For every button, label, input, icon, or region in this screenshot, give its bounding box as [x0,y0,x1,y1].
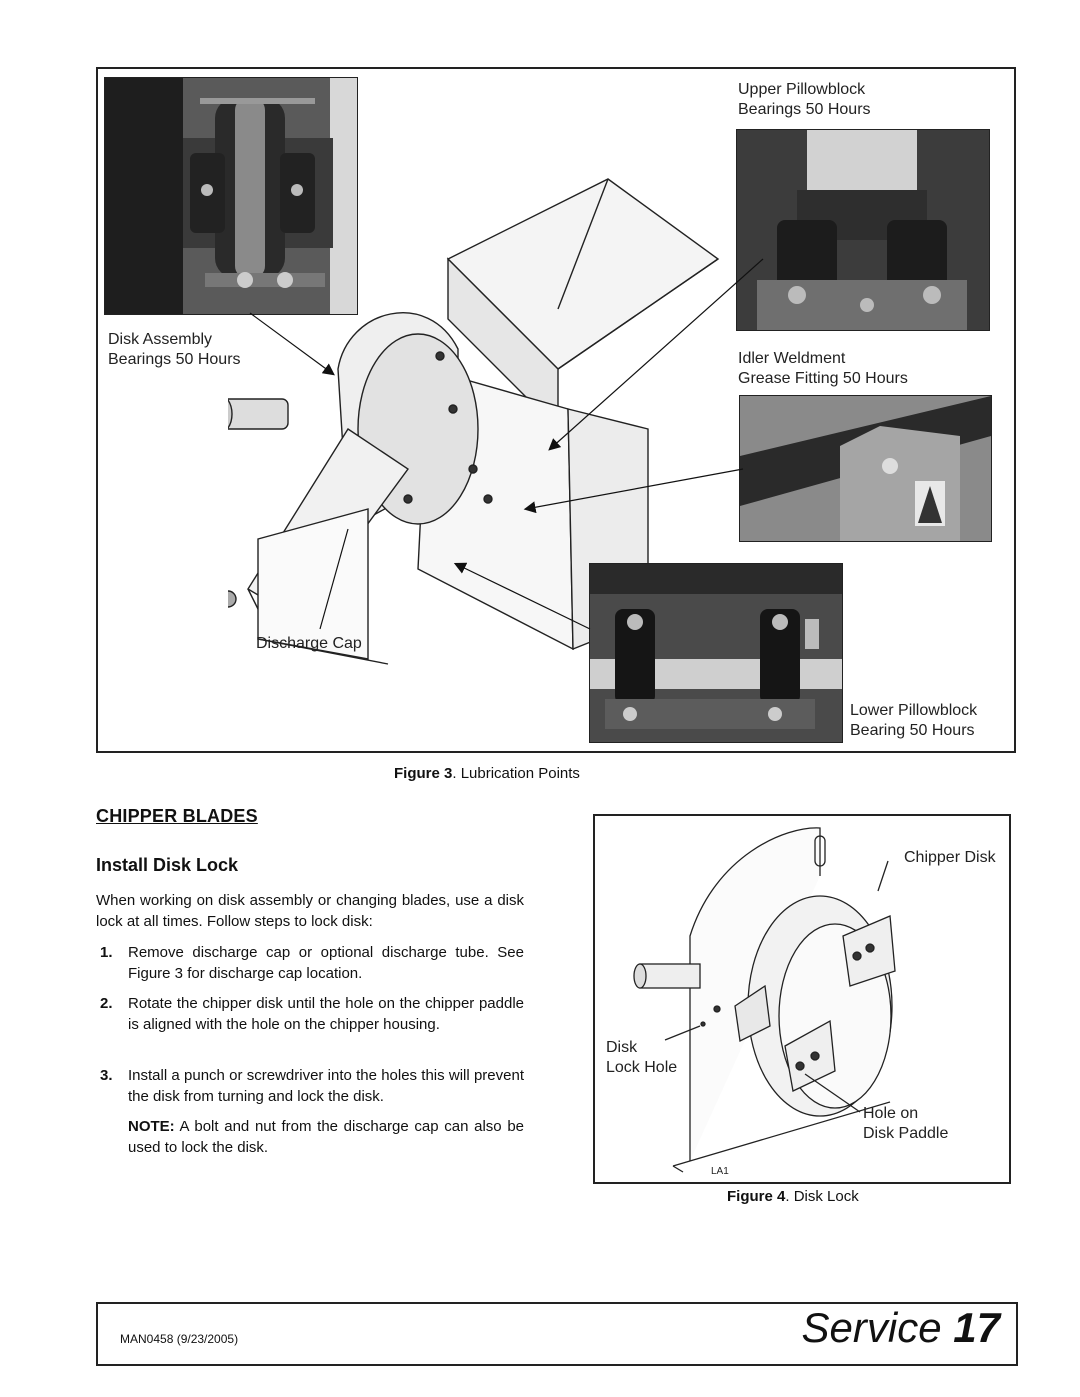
upper-pillowblock-photo [736,129,990,331]
page-footer: MAN0458 (9/23/2005) Service 17 [96,1302,1018,1366]
note-label: NOTE: [128,1118,175,1135]
footer-section: Service [801,1304,942,1351]
note-paragraph: NOTE: A bolt and nut from the discharge … [128,1116,524,1158]
chipper-disk-label: Chipper Disk [904,849,996,866]
disk-assembly-photo [104,77,358,315]
lower-pillowblock-label: Lower Pillowblock Bearing 50 Hours [850,702,978,739]
drawing-code: LA1 [711,1166,729,1177]
disk-assembly-label: Disk Assembly Bearings 50 Hours [108,331,241,368]
step-text: Remove discharge cap or optional dischar… [128,944,524,982]
idler-weldment-label: Idler Weldment Grease Fitting 50 Hours [738,350,908,387]
idler-weldment-photo [739,395,992,542]
lower-pillowblock-photo [589,563,843,743]
step-3: 3. Install a punch or screwdriver into t… [100,1065,524,1107]
chipper-line-drawing [228,178,720,665]
footer-section-page: Service 17 [802,1304,1000,1352]
hole-on-disk-paddle-label: Hole on Disk Paddle [863,1105,949,1142]
figure-4-caption: Figure 4. Disk Lock [727,1188,859,1205]
figure-3-caption: Figure 3. Lubrication Points [394,765,580,782]
intro-paragraph: When working on disk assembly or changin… [96,892,524,930]
figure-4-frame: Chipper Disk Disk Lock Hole Hole on Disk… [593,814,1011,1184]
section-title: CHIPPER BLADES [96,806,258,826]
discharge-cap-label: Discharge Cap [256,635,362,652]
step-number: 2. [100,995,113,1012]
document-code: MAN0458 (9/23/2005) [120,1332,239,1346]
step-number: 3. [100,1067,113,1084]
upper-pillowblock-label: Upper Pillowblock Bearings 50 Hours [738,81,871,118]
figure-3-frame: Disk Assembly Bearings 50 Hours [96,67,1016,753]
note-text: A bolt and nut from the discharge cap ca… [128,1118,524,1156]
step-1: 1. Remove discharge cap or optional disc… [100,942,524,984]
step-text: Rotate the chipper disk until the hole o… [128,995,524,1033]
step-2: 2. Rotate the chipper disk until the hol… [100,993,524,1035]
disk-lock-drawing [633,827,896,1173]
page-number: 17 [953,1304,1000,1351]
step-text: Install a punch or screwdriver into the … [128,1067,524,1105]
subsection-title: Install Disk Lock [96,855,239,875]
leader-arrows [249,258,764,630]
step-number: 1. [100,944,113,961]
disk-lock-hole-label: Disk Lock Hole [606,1039,678,1076]
